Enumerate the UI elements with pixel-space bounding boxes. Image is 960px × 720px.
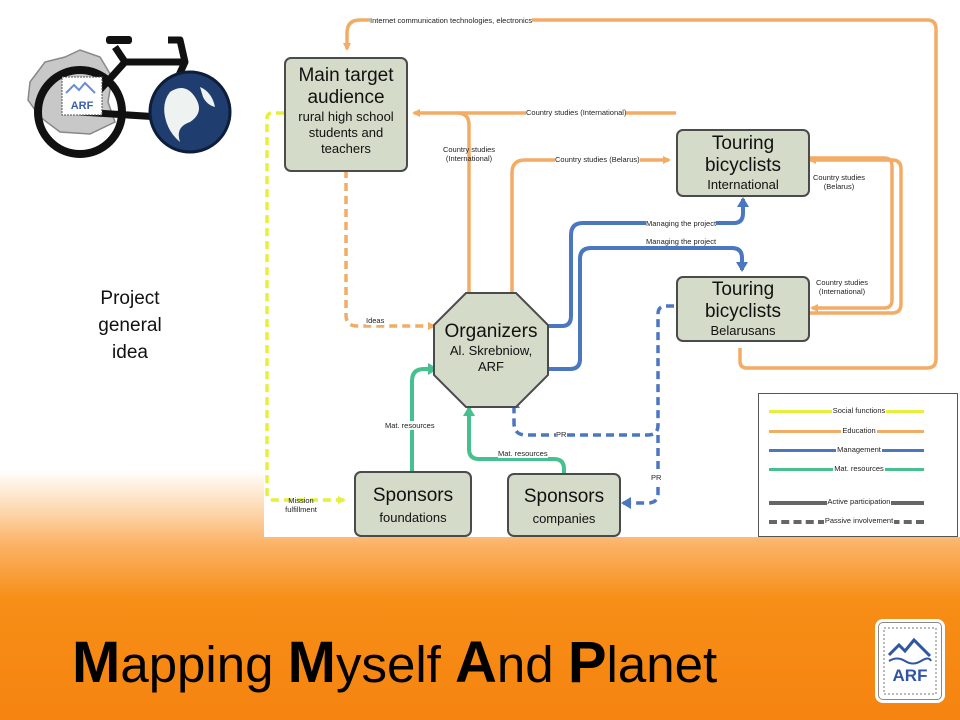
node-subtitle: ARF [478, 359, 504, 374]
title-word: nd [496, 636, 568, 693]
edge-mission [265, 111, 346, 504]
node-title: bicyclists [704, 301, 781, 322]
legend-active: Active participation [759, 497, 959, 507]
legend-label: Active participation [826, 497, 892, 506]
legend-passive: Passive involvement [759, 516, 959, 526]
title-initial: M [72, 630, 121, 695]
edge-internet [343, 18, 938, 370]
node-title: audience [307, 87, 385, 108]
legend-label: Mat. resources [833, 464, 885, 473]
node-subtitle: Al. Skrebniow, [449, 343, 533, 358]
node-title: Main target [298, 65, 394, 86]
edge-pr-2 [621, 435, 660, 509]
edge-ideas [344, 170, 436, 330]
label-country-int-left: Country studies (International) [434, 145, 504, 163]
label-line: (International) [445, 154, 493, 163]
legend-label: Education [841, 426, 877, 435]
label-line: Country studies [812, 173, 866, 182]
arf-logo: ARF [878, 622, 942, 700]
label-country-belarus-right: Country studies (Belarus) [804, 173, 874, 191]
node-subtitle: rural high school students and teachers [298, 109, 394, 156]
edge-managing-2 [546, 246, 748, 371]
edge-country-belarus-mid [510, 156, 671, 293]
label-managing-2: Managing the project [646, 237, 717, 246]
title-initial: P [567, 630, 607, 695]
label-pr-1: PR [556, 430, 567, 439]
node-organizers: Organizers Al. Skrebniow, ARF [434, 321, 548, 375]
legend-education: Education [759, 426, 959, 436]
legend-management: Management [759, 445, 959, 455]
legend: Social functions Education Management Ma… [758, 393, 958, 537]
project-general-idea: Project general idea [70, 285, 190, 366]
node-sponsors-foundations: Sponsors foundations [354, 471, 472, 537]
label-line: Country studies [815, 278, 869, 287]
label-line: (Belarus) [823, 182, 855, 191]
node-title: Organizers [444, 321, 538, 342]
side-text-line: idea [112, 342, 148, 363]
label-country-int-right: Country studies (International) [806, 278, 878, 296]
node-title: Sponsors [523, 486, 605, 507]
node-sponsors-companies: Sponsors companies [507, 473, 621, 537]
logo-badge-text: ARF [71, 100, 94, 112]
label-internet: Internet communication technologies, ele… [370, 16, 533, 25]
label-mission: Mission fulfillment [284, 496, 318, 514]
node-subtitle: foundations [379, 510, 447, 525]
legend-mat-resources: Mat. resources [759, 464, 959, 474]
label-country-int-top: Country studies (International) [526, 108, 627, 117]
node-title: Sponsors [372, 485, 454, 506]
edge-country-belarus-right [808, 156, 903, 315]
label-ideas: Ideas [366, 316, 385, 325]
title-initial: M [287, 630, 336, 695]
title-initial: A [455, 630, 497, 695]
diagram-canvas: Main target audience rural high school s… [264, 3, 960, 537]
title-word: lanet [606, 636, 718, 693]
corner-logo-text: ARF [893, 666, 928, 685]
edge-managing-1 [542, 197, 749, 328]
title-word: apping [120, 636, 288, 693]
bicycle-globe-logo: ARF [20, 22, 235, 162]
edge-pr-1 [508, 304, 674, 437]
label-mat-resources-2: Mat. resources [498, 449, 548, 458]
label-line: Country studies [442, 145, 496, 154]
title-word: yself [335, 636, 456, 693]
label-pr-2: PR [651, 473, 662, 482]
node-title: Touring [711, 133, 775, 154]
label-mat-resources-1: Mat. resources [385, 421, 435, 430]
legend-social: Social functions [759, 406, 959, 416]
edge-mat-resources-1 [410, 363, 438, 471]
legend-label: Social functions [831, 406, 887, 415]
slide-title: Mapping Myself And Planet [72, 628, 717, 700]
edge-country-int-left [456, 111, 471, 293]
node-title: Touring [711, 279, 775, 300]
label-line: fulfillment [285, 505, 317, 514]
legend-label: Management [836, 445, 882, 454]
node-subtitle: companies [532, 511, 596, 526]
node-main-target-audience: Main target audience rural high school s… [284, 57, 408, 172]
node-touring-international: Touring bicyclists International [676, 129, 810, 197]
edge-country-int-right [809, 156, 894, 312]
legend-label: Passive involvement [823, 516, 895, 525]
node-touring-belarusans: Touring bicyclists Belarusans [676, 276, 810, 342]
label-line: Mission [288, 496, 314, 505]
node-title: bicyclists [704, 155, 781, 176]
side-text-line: general [98, 315, 162, 336]
organizers-octagon [433, 292, 549, 408]
label-country-belarus-mid: Country studies (Belarus) [555, 155, 640, 164]
edge-mat-resources-2 [463, 406, 566, 473]
node-subtitle: Belarusans [710, 323, 776, 338]
label-line: (International) [818, 287, 866, 296]
label-managing-1: Managing the project [646, 219, 717, 228]
side-text-line: Project [100, 288, 160, 309]
node-subtitle: International [707, 177, 779, 192]
